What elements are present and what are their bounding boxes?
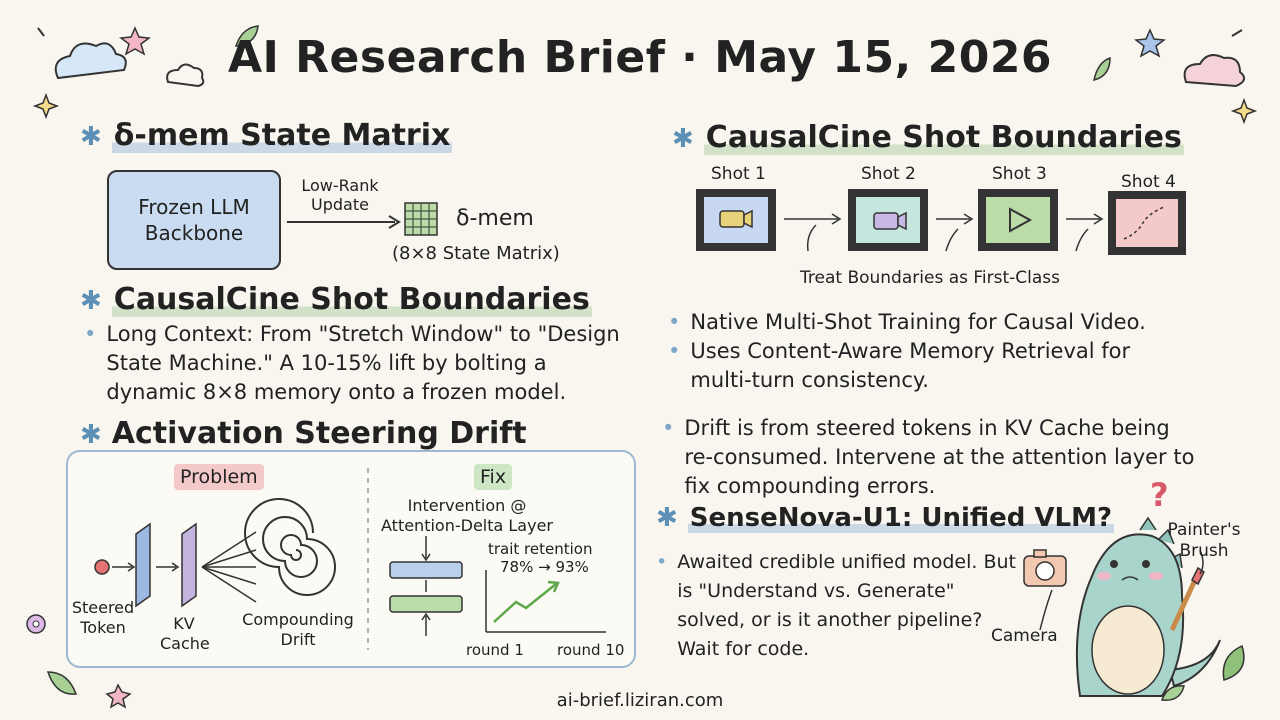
bullet-text: Uses Content-Aware Memory Retrieval for … (690, 339, 1131, 392)
kv-cache-slab-icon (181, 522, 197, 608)
section-title: Activation Steering Drift (111, 416, 527, 451)
camera-icon (1023, 549, 1067, 587)
drift-bullet: • Drift is from steered tokens in KV Cach… (662, 414, 1202, 501)
asterisk-icon: ✱ (672, 124, 694, 154)
compounding-drift-label: Compounding Drift (242, 610, 354, 649)
star-icon (1134, 28, 1166, 58)
bullet-text: Long Context: From "Stretch Window" to "… (106, 322, 620, 404)
bullet-icon: • (668, 339, 681, 363)
cloud-icon (1183, 54, 1246, 88)
trait-retention-label: trait retention (488, 540, 593, 558)
problem-label: Problem (174, 464, 264, 490)
asterisk-icon: ✱ (656, 503, 678, 533)
bullet-icon: • (656, 551, 668, 573)
sparkle-icon (1230, 97, 1258, 125)
round-start-label: round 1 (466, 641, 524, 659)
asterisk-icon: ✱ (80, 286, 102, 316)
section-causalcine-right-heading: ✱ CausalCine Shot Boundaries (672, 120, 1184, 155)
cloud-icon (166, 63, 205, 88)
sparkle-icon (105, 683, 132, 709)
dinosaur-mascot (1023, 516, 1221, 697)
retention-values-label: 78% → 93% (500, 558, 589, 576)
spiral-icon (244, 498, 336, 596)
steered-token-label: Steered Token (71, 598, 135, 637)
causalcine-right-bullets: • Native Multi-Shot Training for Causal V… (668, 308, 1188, 395)
boundaries-caption: Treat Boundaries as First-Class (800, 268, 1061, 288)
section-title: SenseNova-U1: Unified VLM? (687, 503, 1115, 533)
asterisk-icon: ✱ (80, 122, 102, 152)
retention-trend-line (493, 583, 557, 623)
frozen-llm-box: Frozen LLM Backbone (107, 170, 281, 270)
section-title: CausalCine Shot Boundaries (111, 282, 592, 317)
film-frame-1-icon (696, 189, 776, 251)
film-frame-3-icon (978, 189, 1058, 251)
shot-4-label: Shot 4 (1121, 172, 1176, 192)
bullet-text: Drift is from steered tokens in KV Cache… (684, 416, 1195, 498)
camera-label: Camera (991, 626, 1058, 646)
delta-mem-label: δ-mem (456, 206, 534, 231)
shot-2-label: Shot 2 (861, 164, 916, 184)
bullet-icon: • (84, 322, 97, 346)
bullet-text: Awaited credible unified model. But is "… (677, 551, 1016, 660)
film-frame-2-icon (848, 189, 928, 251)
frozen-llm-label: Frozen LLM Backbone (138, 195, 250, 245)
bullet-icon: • (662, 416, 675, 440)
sparkle-icon (32, 92, 60, 120)
fix-label: Fix (474, 464, 513, 490)
shot-filmstrip (696, 189, 1186, 255)
round-end-label: round 10 (557, 641, 625, 659)
shot-3-label: Shot 3 (992, 164, 1047, 184)
star-icon (119, 26, 151, 56)
list-item: • Uses Content-Aware Memory Retrieval for… (668, 337, 1188, 395)
intervention-label: Intervention @ Attention-Delta Layer (381, 496, 553, 535)
section-delta-mem-heading: ✱ δ-mem State Matrix (80, 118, 453, 153)
attention-layer-icon (389, 561, 463, 579)
list-item: • Native Multi-Shot Training for Causal V… (668, 308, 1188, 337)
footer-url[interactable]: ai-brief.liziran.com (556, 690, 724, 711)
arrow-icon (287, 215, 401, 229)
bullet-icon: • (668, 310, 681, 334)
sensenova-bullet: • Awaited credible unified model. But is … (656, 548, 1016, 664)
shot-1-label: Shot 1 (711, 164, 766, 184)
question-mark: ? (1150, 476, 1169, 514)
state-matrix-label: (8×8 State Matrix) (392, 243, 560, 264)
section-causalcine-left-heading: ✱ CausalCine Shot Boundaries (80, 282, 592, 317)
leaf-icon (234, 25, 259, 47)
leaf-icon (1093, 56, 1111, 82)
kv-cache-label: KV Cache (160, 614, 210, 653)
matrix-grid-icon (404, 202, 438, 236)
section-title: CausalCine Shot Boundaries (703, 120, 1184, 155)
section-sensenova-heading: ✱ SenseNova-U1: Unified VLM? (656, 503, 1115, 533)
section-title: δ-mem State Matrix (111, 118, 453, 153)
film-frame-4-icon (1108, 191, 1186, 255)
drift-diagram (94, 468, 606, 650)
causalcine-left-bullet: • Long Context: From "Stretch Window" to … (84, 320, 634, 407)
token-dot-icon (94, 559, 110, 575)
layer-slab-icon (135, 522, 151, 608)
leaf-icon (46, 671, 78, 695)
page-title: AI Research Brief · May 15, 2026 (227, 32, 1053, 83)
asterisk-icon: ✱ (80, 420, 102, 450)
low-rank-label: Low-Rank Update (301, 176, 379, 214)
leaf-icon (1222, 644, 1245, 681)
delta-layer-icon (389, 595, 463, 613)
section-steering-heading: ✱ Activation Steering Drift (80, 416, 527, 451)
cloud-icon (54, 42, 127, 80)
bullet-text: Native Multi-Shot Training for Causal Vi… (690, 310, 1146, 334)
brush-label: Painter's Brush (1167, 520, 1241, 561)
leaf-icon (1160, 685, 1185, 701)
